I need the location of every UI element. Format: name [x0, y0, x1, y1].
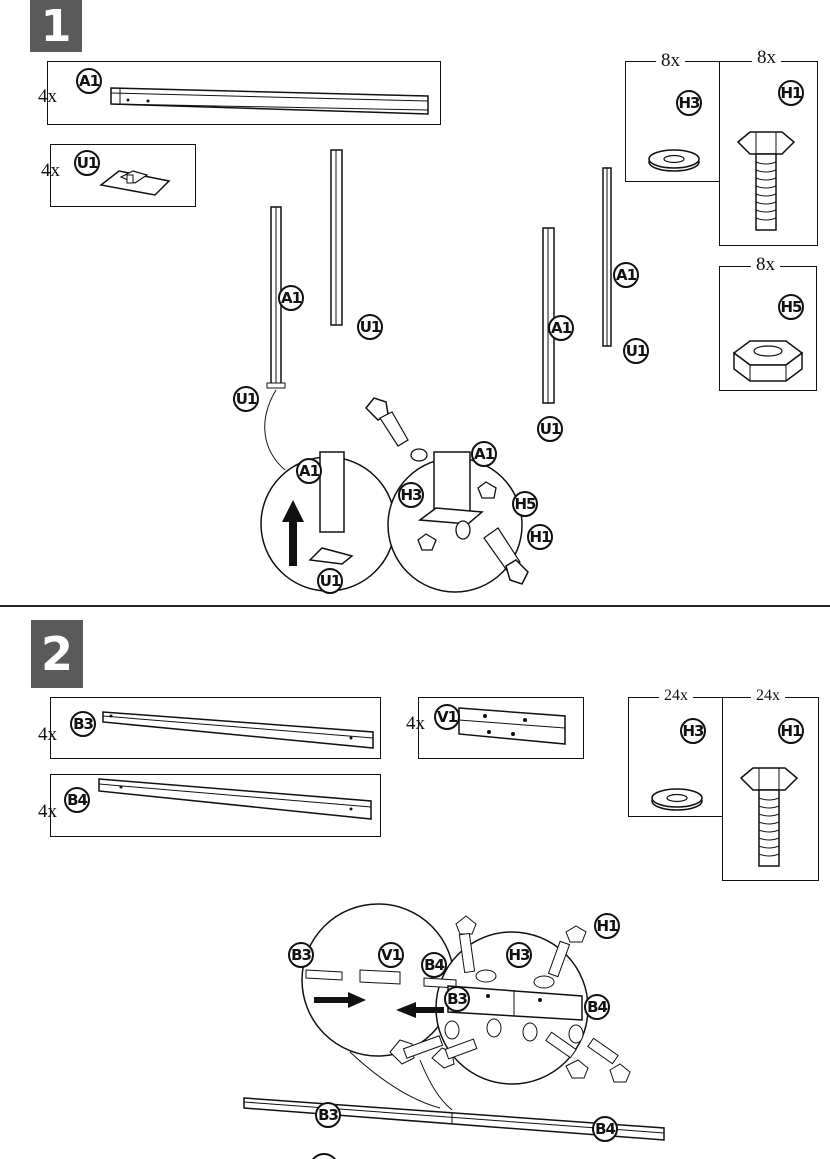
zoom-tag-v1: V1: [378, 942, 404, 968]
part-tag-u1: U1: [74, 150, 100, 176]
part-box-u1: [50, 144, 196, 207]
part-qty-h3: 8x: [656, 50, 685, 72]
part-tag-h5: H5: [778, 294, 804, 320]
rail-a1-drawing: [110, 87, 429, 115]
detail-tag-a1: A1: [471, 441, 497, 467]
part-qty-h1: 8x: [752, 47, 781, 69]
part-tag-h3-step2: H3: [680, 718, 706, 744]
part-box-h3: [625, 61, 723, 182]
detail-tag-b3: B3: [444, 986, 470, 1012]
nut-h5-drawing: [732, 340, 804, 382]
part-qty-h3-step2: 24x: [659, 687, 693, 705]
detail-tag-h3-step2: H3: [506, 942, 532, 968]
step-number-badge: 1: [30, 0, 82, 52]
part-tag-h1-step2: H1: [778, 718, 804, 744]
part-box-a1: [47, 61, 441, 125]
part-box-b4: [50, 774, 381, 837]
zoom-tag-a1: A1: [296, 458, 322, 484]
beam-tag-b4: B4: [592, 1116, 618, 1142]
beam-tag-b3: B3: [315, 1102, 341, 1128]
part-qty-b3: 4x: [38, 724, 57, 745]
zoom-tag-u1: U1: [317, 568, 343, 594]
part-tag-h3: H3: [676, 90, 702, 116]
part-box-h3-step2: [628, 697, 725, 817]
part-tag-b4: B4: [64, 787, 90, 813]
detail-tag-b4: B4: [584, 994, 610, 1020]
assembly-tag-u1-mid: U1: [357, 314, 383, 340]
detail-tag-h3: H3: [398, 482, 424, 508]
detail-tag-h5: H5: [512, 491, 538, 517]
part-tag-v1: V1: [434, 704, 460, 730]
part-tag-h1: H1: [778, 80, 804, 106]
detail-tag-h1: H1: [527, 524, 553, 550]
part-box-h5: [719, 266, 817, 391]
part-tag-b3: B3: [70, 711, 96, 737]
assembly-tag-u1-right: U1: [537, 416, 563, 442]
zoom-tag-b3: B3: [288, 942, 314, 968]
beam-b3-drawing: [102, 711, 374, 749]
assembly-tag-a1-far: A1: [613, 262, 639, 288]
assembly-tag-a1-left: A1: [278, 285, 304, 311]
part-qty-h1-step2: 24x: [751, 687, 785, 705]
zoom-tag-b4: B4: [421, 952, 447, 978]
washer-h3-drawing: [648, 149, 700, 172]
bracket-u1-drawing: [99, 170, 171, 196]
connector-v1-drawing: [458, 707, 566, 745]
part-qty-u1: 4x: [41, 160, 60, 181]
assembly-tag-u1-far: U1: [623, 338, 649, 364]
part-qty-h5: 8x: [751, 254, 780, 276]
part-qty-b4: 4x: [38, 801, 57, 822]
beam-b4-drawing: [98, 778, 372, 820]
part-box-h1-step2: [722, 697, 819, 881]
washer-h3-step2-drawing: [651, 788, 703, 811]
part-box-b3: [50, 697, 381, 759]
part-tag-a1: A1: [76, 68, 102, 94]
assembly-tag-u1-left: U1: [233, 386, 259, 412]
assembly-tag-a1-right: A1: [548, 315, 574, 341]
step-divider: [0, 605, 830, 607]
bolt-h1-drawing: [736, 131, 796, 231]
part-qty-v1: 4x: [406, 713, 425, 734]
step1-assembly-drawing: [260, 149, 612, 593]
detail-tag-h1-step2: H1: [594, 913, 620, 939]
part-qty-a1: 4x: [38, 86, 57, 107]
step-number-badge-2: 2: [31, 620, 83, 688]
bolt-h1-step2-drawing: [739, 767, 799, 867]
